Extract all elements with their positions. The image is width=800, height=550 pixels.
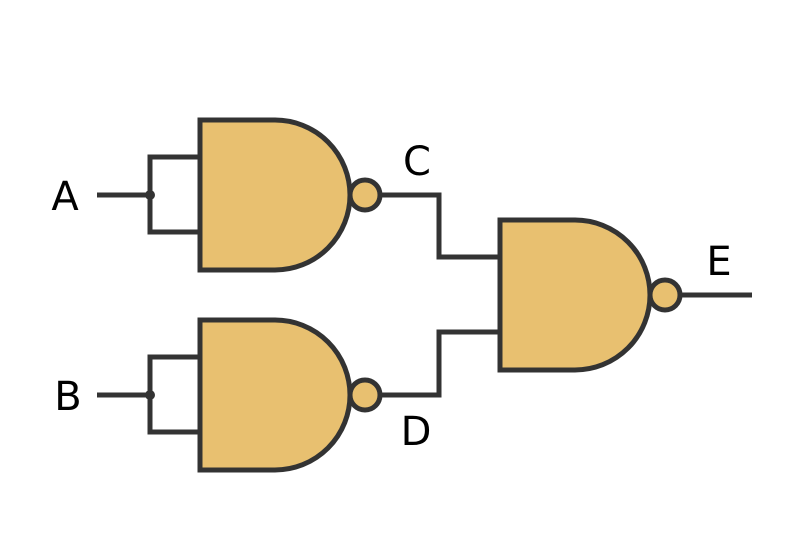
nand-gate-1-body <box>197 117 353 273</box>
input-b-wiring <box>97 354 200 435</box>
nand-gate-1-bubble <box>347 177 383 213</box>
nand-gate-3-bubble <box>647 277 683 313</box>
input-a-wiring <box>97 154 200 235</box>
input-b-fork <box>147 354 200 435</box>
label-d: D <box>401 409 432 455</box>
nand-gate-3-body <box>497 217 653 373</box>
input-a-fork <box>147 154 200 235</box>
input-b-junction <box>145 390 155 400</box>
wire-c <box>380 192 500 260</box>
input-a-junction <box>145 190 155 200</box>
nand-gate-2-bubble <box>347 377 383 413</box>
label-c: C <box>403 139 431 185</box>
nand-gate-2 <box>197 317 383 473</box>
nand-gate-1 <box>197 117 383 273</box>
wire-d <box>380 329 500 398</box>
label-b: B <box>54 374 81 420</box>
nand-gate-3 <box>497 217 683 373</box>
nand-gate-2-body <box>197 317 353 473</box>
label-e: E <box>706 239 731 285</box>
label-a: A <box>51 174 79 220</box>
